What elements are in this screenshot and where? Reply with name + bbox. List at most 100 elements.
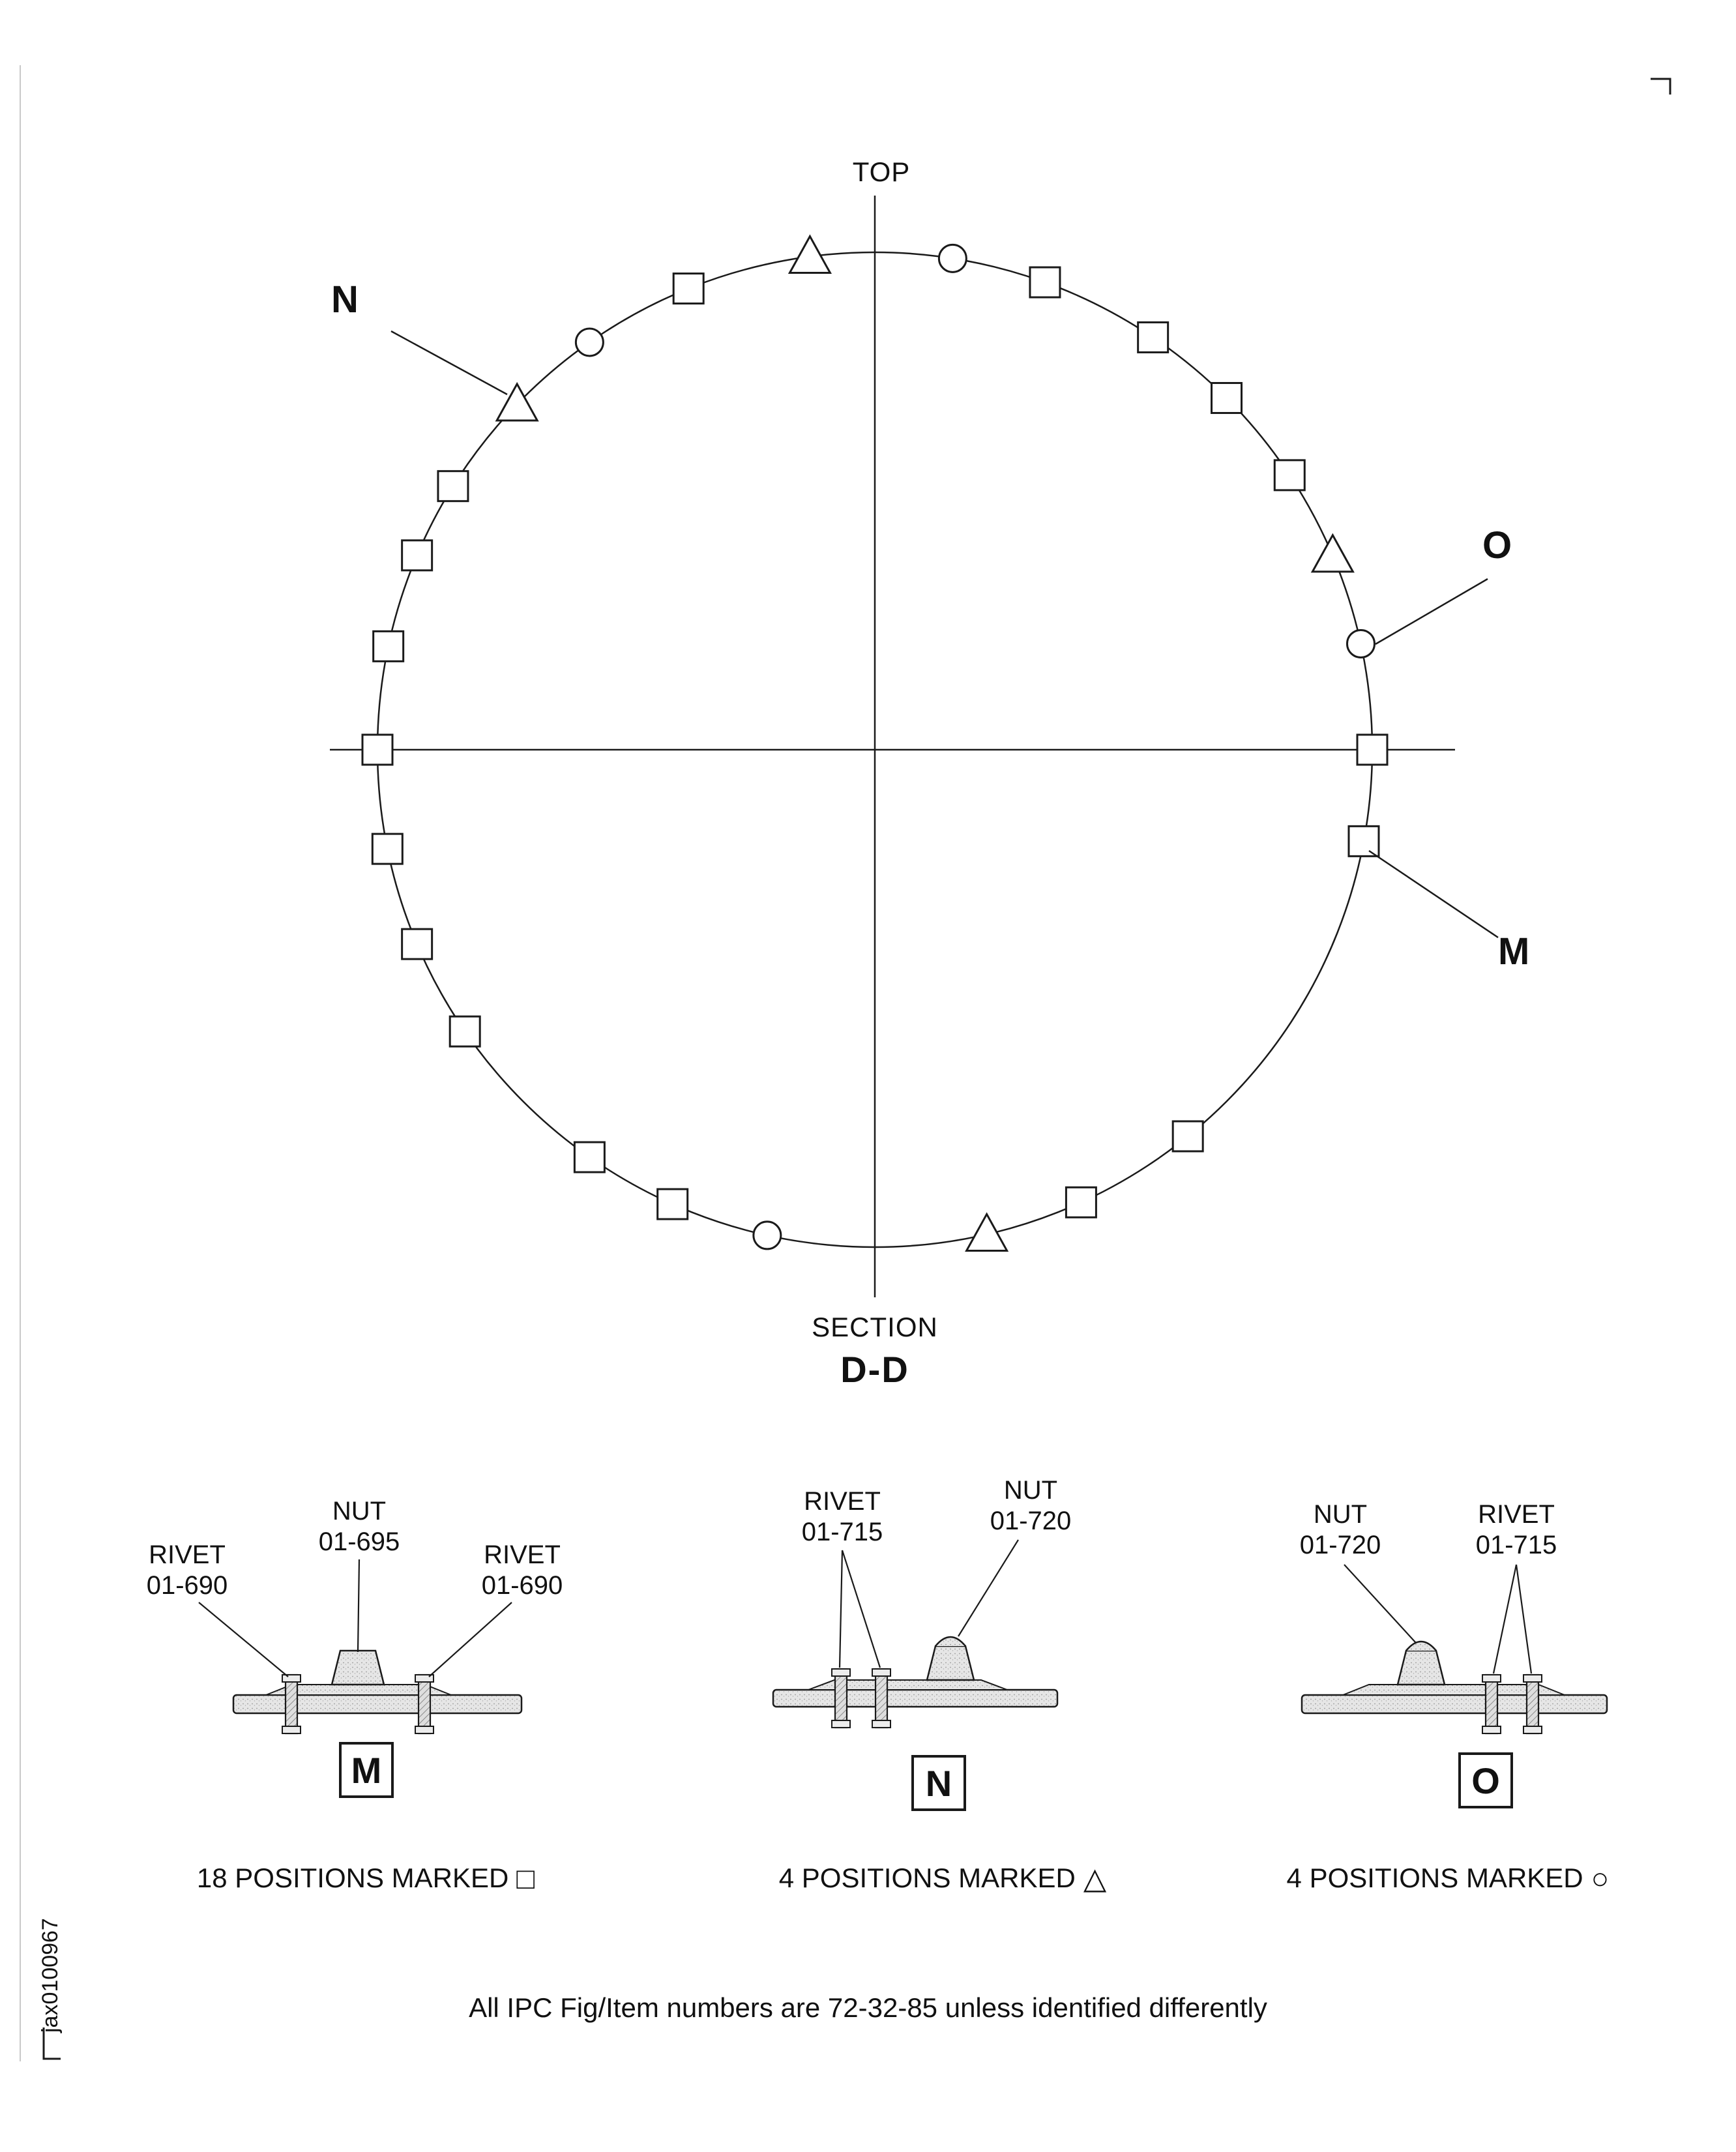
circle-marker [1346, 628, 1376, 658]
triangle-marker [787, 234, 832, 274]
circle-symbol: ○ [1591, 1861, 1610, 1895]
triangle-marker [495, 381, 539, 422]
square-marker [573, 1141, 606, 1173]
rivet-tail [872, 1720, 891, 1728]
rivet [1525, 1673, 1540, 1735]
square-marker [437, 470, 469, 503]
square-marker [372, 630, 405, 662]
nut [1396, 1649, 1446, 1686]
ipc-footnote: All IPC Fig/Item numbers are 72-32-85 un… [469, 1992, 1267, 2023]
square-marker [672, 273, 705, 305]
rivet [874, 1668, 889, 1729]
rivet-tail [1523, 1726, 1542, 1734]
detail-n-rivet-leader [838, 1550, 844, 1668]
square-marker [1065, 1186, 1097, 1218]
rivet [417, 1673, 432, 1735]
nut [331, 1649, 385, 1686]
callout-n-leader [390, 330, 508, 396]
detail-n-nut-label: NUT 01-720 [965, 1475, 1096, 1537]
part-name: NUT [1003, 1476, 1058, 1505]
triangle-marker [1310, 533, 1355, 573]
detail-m-nut-label: NUT 01-695 [294, 1496, 424, 1557]
nut [926, 1645, 975, 1681]
part-name: RIVET [149, 1540, 226, 1569]
nut-dome [935, 1636, 966, 1647]
circle-marker [574, 327, 604, 357]
detail-o-rivet-leader [1492, 1564, 1518, 1674]
part-number: 01-690 [146, 1571, 228, 1600]
circle-marker [937, 243, 967, 273]
rivet-tail [831, 1720, 851, 1728]
rivet-tail [282, 1726, 301, 1734]
callout-n: N [331, 278, 359, 321]
part-number: 01-720 [990, 1507, 1072, 1536]
part-number: 01-720 [1299, 1531, 1381, 1560]
section-label: SECTION [812, 1312, 938, 1342]
legend-n: 4 POSITIONS MARKED△ [714, 1859, 1171, 1895]
square-marker [1273, 459, 1306, 492]
square-marker [1211, 381, 1243, 414]
top-orientation-label: TOP [852, 156, 911, 187]
rivet [284, 1673, 299, 1735]
rivet-tail [1482, 1726, 1501, 1734]
detail-m-rivet-right-label: RIVET 01-690 [457, 1540, 587, 1601]
square-symbol: □ [516, 1861, 535, 1895]
callout-o: O [1482, 524, 1512, 567]
detail-n-rivet-leader [841, 1550, 881, 1668]
detail-o-nut-leader [1344, 1564, 1417, 1643]
legend-m: 18 POSITIONS MARKED□ [138, 1859, 594, 1895]
square-marker [1356, 733, 1389, 766]
detail-o-rivet-leader [1515, 1564, 1533, 1674]
circle-marker [752, 1220, 782, 1250]
detail-m-rivet-left-leader [198, 1602, 289, 1677]
legend-o: 4 POSITIONS MARKED ○ [1220, 1859, 1676, 1895]
square-marker [656, 1188, 689, 1220]
detail-n-box: N [911, 1755, 966, 1811]
detail-o-nut-label: NUT 01-720 [1275, 1499, 1405, 1561]
square-marker [401, 928, 434, 960]
square-marker [449, 1015, 481, 1048]
square-marker [371, 833, 404, 865]
rivet [1484, 1673, 1499, 1735]
part-name: RIVET [1478, 1500, 1555, 1529]
part-name: NUT [1313, 1500, 1368, 1529]
square-marker [1171, 1120, 1204, 1153]
rivet-tail [415, 1726, 434, 1734]
rivet-head [1523, 1674, 1542, 1683]
part-name: NUT [332, 1497, 387, 1526]
square-marker [1137, 321, 1170, 353]
corner-mark-bottom-left [42, 2027, 61, 2060]
part-number: 01-715 [1475, 1531, 1557, 1560]
legend-text: 4 POSITIONS MARKED [1286, 1863, 1583, 1893]
detail-m-box: M [339, 1742, 394, 1798]
doubler-plate [808, 1679, 1008, 1690]
rivet [834, 1668, 848, 1729]
callout-m: M [1498, 930, 1530, 973]
triangle-symbol: △ [1083, 1861, 1107, 1895]
part-number: 01-690 [481, 1571, 563, 1600]
document-code: jax0100967 [38, 1918, 63, 2033]
detail-n-rivet-label: RIVET 01-715 [777, 1486, 907, 1548]
square-marker [1347, 825, 1380, 857]
flange-strip [232, 1694, 523, 1715]
triangle-marker [965, 1212, 1009, 1252]
part-number: 01-715 [801, 1518, 883, 1547]
rivet-head [282, 1674, 301, 1683]
section-name: D-D [840, 1349, 909, 1390]
square-marker [1029, 266, 1061, 299]
rivet-head [831, 1668, 851, 1677]
rivet-head [1482, 1674, 1501, 1683]
callout-o-leader [1375, 578, 1488, 645]
flange-strip [772, 1688, 1059, 1708]
corner-mark-top-right [1651, 78, 1671, 95]
detail-o-box: O [1458, 1752, 1513, 1808]
square-marker [401, 539, 434, 572]
square-marker [361, 733, 394, 766]
callout-m-leader [1368, 849, 1499, 939]
nut-dome [1405, 1640, 1437, 1651]
detail-o-rivet-label: RIVET 01-715 [1451, 1499, 1582, 1561]
rivet-head [872, 1668, 891, 1677]
part-number: 01-695 [318, 1527, 400, 1557]
